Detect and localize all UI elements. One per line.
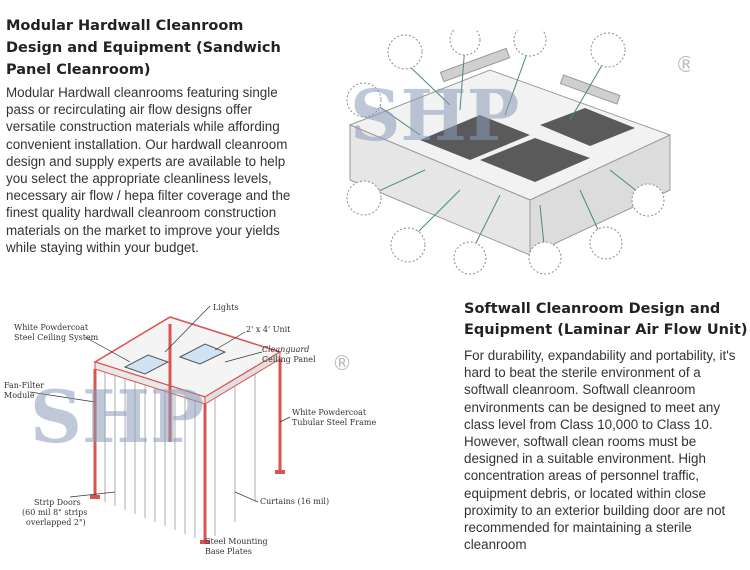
label-fan-filter-2: Module	[4, 391, 35, 400]
softwall-cleanroom-illustration: Lights White Powdercoat Steel Ceiling Sy…	[0, 292, 420, 567]
label-ceilguard-2: Ceiling Panel	[262, 355, 316, 364]
softwall-cleanroom-drawing: Lights White Powdercoat Steel Ceiling Sy…	[4, 303, 376, 556]
label-ceilguard-1: Cleanguard	[262, 345, 309, 354]
label-frame-2: Tubular Steel Frame	[292, 418, 376, 427]
hardwall-cleanroom-illustration: SHP ®	[330, 23, 697, 275]
softwall-section-title: Softwall Cleanroom Design and Equipment …	[464, 301, 748, 338]
hardwall-cleanroom-drawing: SHP ®	[346, 23, 697, 275]
hardwall-section-title: Modular Hardwall Cleanroom Design and Eq…	[6, 18, 281, 78]
label-ceiling-system-1: White Powdercoat	[14, 323, 89, 332]
label-base-2: Base Plates	[205, 547, 252, 556]
label-strip-3: overlapped 2")	[26, 518, 86, 527]
label-fan-filter-1: Fan-Filter	[4, 381, 44, 390]
softwall-section-body: For durability, expandability and portab…	[464, 348, 736, 553]
softwall-registered-mark: ®	[332, 351, 352, 375]
label-base-1: Steel Mounting	[205, 537, 268, 546]
softwall-watermark-logo: SHP	[30, 374, 204, 459]
hardwall-section-body: Modular Hardwall cleanrooms featuring si…	[6, 85, 291, 255]
hardwall-registered-mark: ®	[675, 53, 690, 78]
label-curtains: Curtains (16 mil)	[260, 497, 329, 506]
hardwall-watermark-logo: SHP	[350, 74, 519, 157]
label-strip-1: Strip Doors	[34, 498, 81, 507]
label-unit-size: 2' x 4' Unit	[246, 325, 291, 334]
label-lights: Lights	[213, 303, 238, 312]
label-strip-2: (60 mil 8" strips	[22, 508, 87, 517]
label-frame-1: White Powdercoat	[292, 408, 367, 417]
label-ceiling-system-2: Steel Ceiling System	[14, 333, 99, 342]
